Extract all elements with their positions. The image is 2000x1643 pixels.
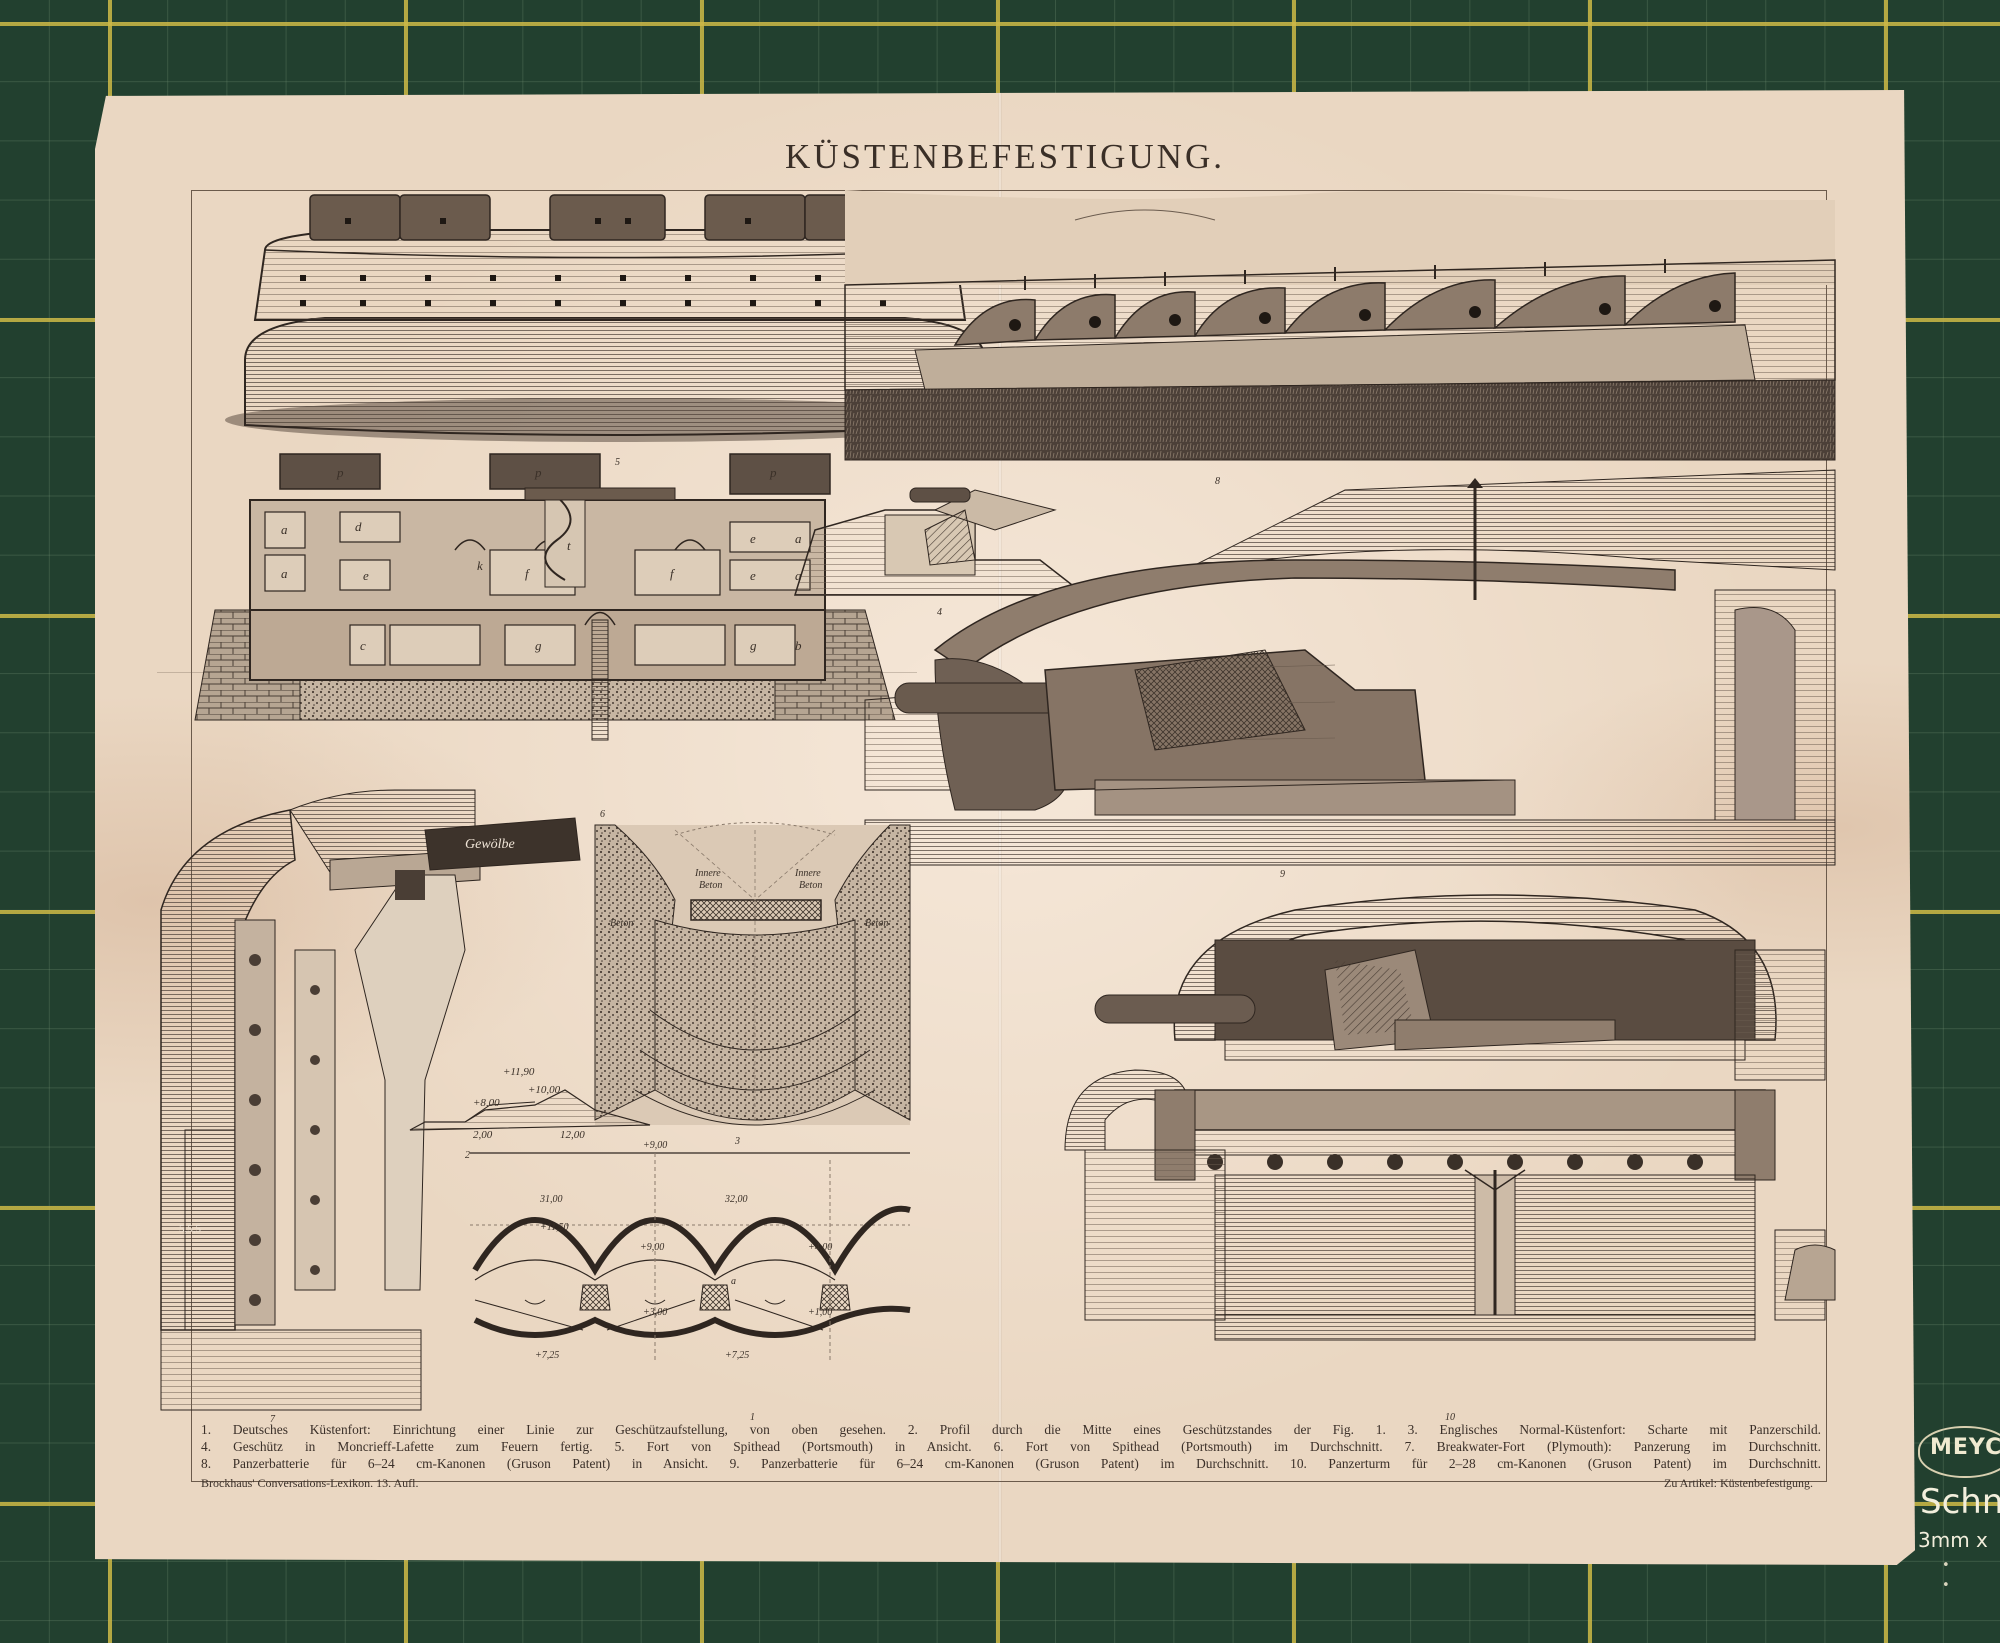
fig6-label-g: g <box>750 638 757 653</box>
fig1-height: +11,50 <box>540 1222 569 1233</box>
figure-1-plan-view: +9,00 +11,50 +9,00 +4,00 +3,00 +1,00 +7,… <box>470 1140 911 1423</box>
fig1-label-a: a <box>731 1276 736 1287</box>
fig3-label: Innere <box>694 868 721 879</box>
fig6-label-e: e <box>750 531 756 546</box>
figure-2-profile: +11,90 +10,00 +8,00 2,00 12,00 2 <box>409 1066 651 1161</box>
fig6-label-a: a <box>281 566 288 581</box>
mat-bullet: • <box>1942 1578 1950 1593</box>
fig2-height: +8,00 <box>473 1097 500 1109</box>
figure-9-armored-battery-section: 9 <box>864 469 1836 880</box>
fig2-distance: 12,00 <box>560 1129 585 1141</box>
figure-3-english-fort-embrasure: Innere Beton Innere Beton Beton Beton 3 <box>594 822 911 1147</box>
fig1-height: +9,00 <box>640 1242 664 1253</box>
figure-5-fort-view: 5 <box>225 194 1005 468</box>
fig1-height: +9,00 <box>643 1140 667 1151</box>
fig1-height: +1,00 <box>808 1307 832 1318</box>
figure-number: 5 <box>615 457 620 468</box>
meyco-logo: MEYCO <box>1918 1426 2000 1478</box>
caption-line: 1. Deutsches Küstenfort: Einrichtung ein… <box>201 1422 1821 1437</box>
fig6-label-p: p <box>336 465 344 480</box>
fig2-distance: 2,00 <box>473 1129 493 1141</box>
figure-8-armored-battery-view: 8 <box>844 190 1836 487</box>
fig6-label-f: f <box>670 566 676 581</box>
mat-size-text: 3mm x <box>1918 1528 1988 1552</box>
figure-number: 10 <box>1445 1412 1455 1423</box>
fig1-height: +4,00 <box>808 1242 832 1253</box>
footer-source: Brockhaus' Conversations-Lexikon. 13. Au… <box>201 1476 419 1490</box>
footer-article-ref: Zu Artikel: Küstenbefestigung. <box>1664 1476 1813 1490</box>
fig6-label-e: e <box>363 568 369 583</box>
fig1-height: +3,00 <box>643 1307 667 1318</box>
figure-7-breakwater-armor: Gewölbe 5,5,5 7 <box>160 789 581 1425</box>
fig3-label: Beton <box>799 880 822 891</box>
fig6-label-c: c <box>360 638 366 653</box>
figure-number: 7 <box>270 1414 276 1425</box>
fig3-label: Beton <box>865 918 888 929</box>
fig3-label: Beton <box>610 918 633 929</box>
fig6-label-b: b <box>795 638 802 653</box>
fig6-label-d: d <box>355 519 362 534</box>
fig1-width: 32,00 <box>724 1194 748 1205</box>
print-sheet: KÜSTENBEFESTIGUNG. <box>95 90 1915 1565</box>
fig2-height: +10,00 <box>528 1084 561 1096</box>
figure-number: 8 <box>1215 476 1220 487</box>
fig6-label-t: t <box>567 538 571 553</box>
figure-number: 1 <box>750 1412 755 1423</box>
fig6-label-g: g <box>535 638 542 653</box>
mat-bullet: • <box>1942 1558 1950 1573</box>
fig7-dimension-label: 5,5,5 <box>179 1223 202 1235</box>
fig6-label-k: k <box>477 558 483 573</box>
fig6-label-p: p <box>534 465 542 480</box>
engraving-illustrations: 5 <box>157 190 1836 1425</box>
mat-branding: MEYCO Schnit 3mm x • • <box>1912 1418 2000 1643</box>
fig6-label-a: a <box>795 568 802 583</box>
figure-number: 4 <box>937 607 942 618</box>
plate-title: KÜSTENBEFESTIGUNG. <box>785 137 1225 176</box>
fig6-label-f: f <box>525 566 531 581</box>
figure-10-armored-turret: 10 <box>1064 894 1836 1423</box>
fig3-label: Innere <box>794 868 821 879</box>
fig6-label-p: p <box>769 465 777 480</box>
caption-line: 8. Panzerbatterie für 6–24 cm-Kanonen (G… <box>201 1456 1821 1471</box>
figure-number: 6 <box>600 809 605 820</box>
fig2-height: +11,90 <box>503 1066 535 1078</box>
plate-captions: 1. Deutsches Küstenfort: Einrichtung ein… <box>201 1421 1821 1472</box>
fig6-label-a: a <box>281 522 288 537</box>
figure-number: 3 <box>734 1136 740 1147</box>
fig7-vault-label: Gewölbe <box>465 837 515 852</box>
figure-6-fort-section: p p p a a a a d e e e f f g g b c k t 6 <box>157 453 917 820</box>
fig1-height: +7,25 <box>725 1350 749 1361</box>
figure-4-moncrieff-carriage: 4 <box>793 487 1088 618</box>
fig6-label-e: e <box>750 568 756 583</box>
figure-number: 2 <box>465 1150 470 1161</box>
fig1-height: +7,25 <box>535 1350 559 1361</box>
caption-line: 4. Geschütz in Moncrieff-Lafette zum Feu… <box>201 1439 1821 1454</box>
fig3-label: Beton <box>699 880 722 891</box>
fig6-label-a: a <box>795 531 802 546</box>
mat-product-text: Schnit <box>1920 1482 2000 1522</box>
figure-number: 9 <box>1280 869 1285 880</box>
fig1-width: 31,00 <box>539 1194 563 1205</box>
